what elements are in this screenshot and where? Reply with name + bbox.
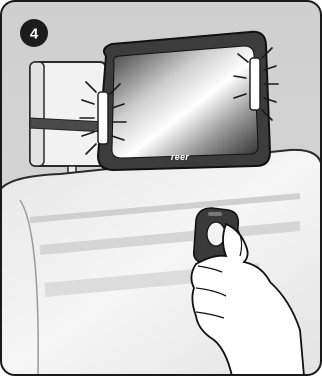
- mirror-brand-logo: reer: [171, 152, 189, 162]
- step-number: 4: [30, 26, 39, 43]
- step-number-badge: 4: [20, 19, 48, 47]
- baby-mirror: reer: [98, 32, 270, 170]
- left-light-bar: [98, 92, 108, 144]
- right-light-bar: [250, 58, 260, 110]
